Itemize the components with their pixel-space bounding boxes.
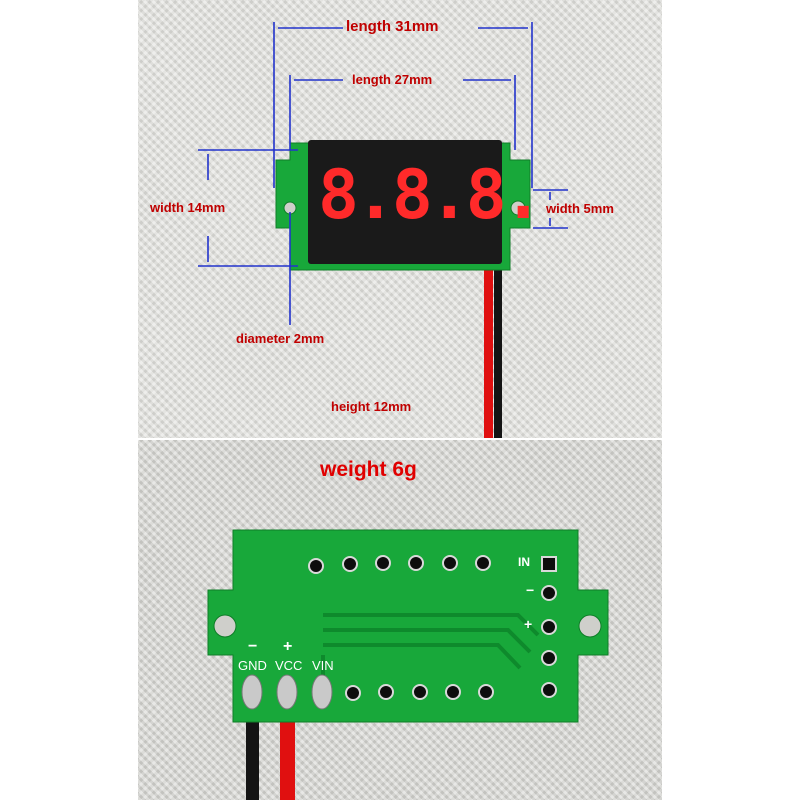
led-digits: 8.8.8. [318, 156, 544, 235]
pcb-traces [321, 613, 540, 690]
bottom-pin-row [345, 684, 494, 701]
width-5-label: width 5mm [546, 201, 614, 216]
top-photo-panel: length 31mm length 27mm width 14mm width… [138, 0, 662, 438]
gnd-label: GND [238, 658, 267, 673]
minus-marker: − [248, 638, 258, 655]
bottom-photo-drawing [207, 529, 609, 800]
side-minus-label: − [526, 582, 535, 598]
led-display [308, 140, 502, 264]
top-pin-row [308, 555, 491, 574]
height-label: height 12mm [331, 399, 412, 414]
pcb-back [207, 529, 609, 723]
mount-hole-right [510, 200, 526, 216]
length-27-label: length 27mm [352, 72, 433, 87]
side-plus-label: + [524, 616, 533, 632]
diameter-label: diameter 2mm [236, 331, 325, 346]
gnd-solder [241, 674, 263, 710]
top-photo-drawing [198, 22, 568, 438]
length-31-label: length 31mm [346, 18, 439, 35]
mount-hole-back-left [213, 614, 237, 638]
vcc-label: VCC [275, 658, 303, 673]
black-wire [494, 270, 502, 438]
weight-label: weight 6g [320, 458, 417, 481]
mount-hole-back-right [578, 614, 602, 638]
vin-label: VIN [312, 658, 334, 673]
bottom-photo-panel: weight 6g − [138, 440, 662, 800]
plus-marker: + [283, 638, 293, 655]
side-pin-column [541, 556, 557, 698]
vin-solder [311, 674, 333, 710]
dimension-lines [198, 22, 568, 325]
vcc-solder [276, 674, 298, 710]
in-label: IN [518, 555, 530, 569]
width-14-label: width 14mm [150, 200, 226, 215]
red-wire [484, 270, 493, 438]
